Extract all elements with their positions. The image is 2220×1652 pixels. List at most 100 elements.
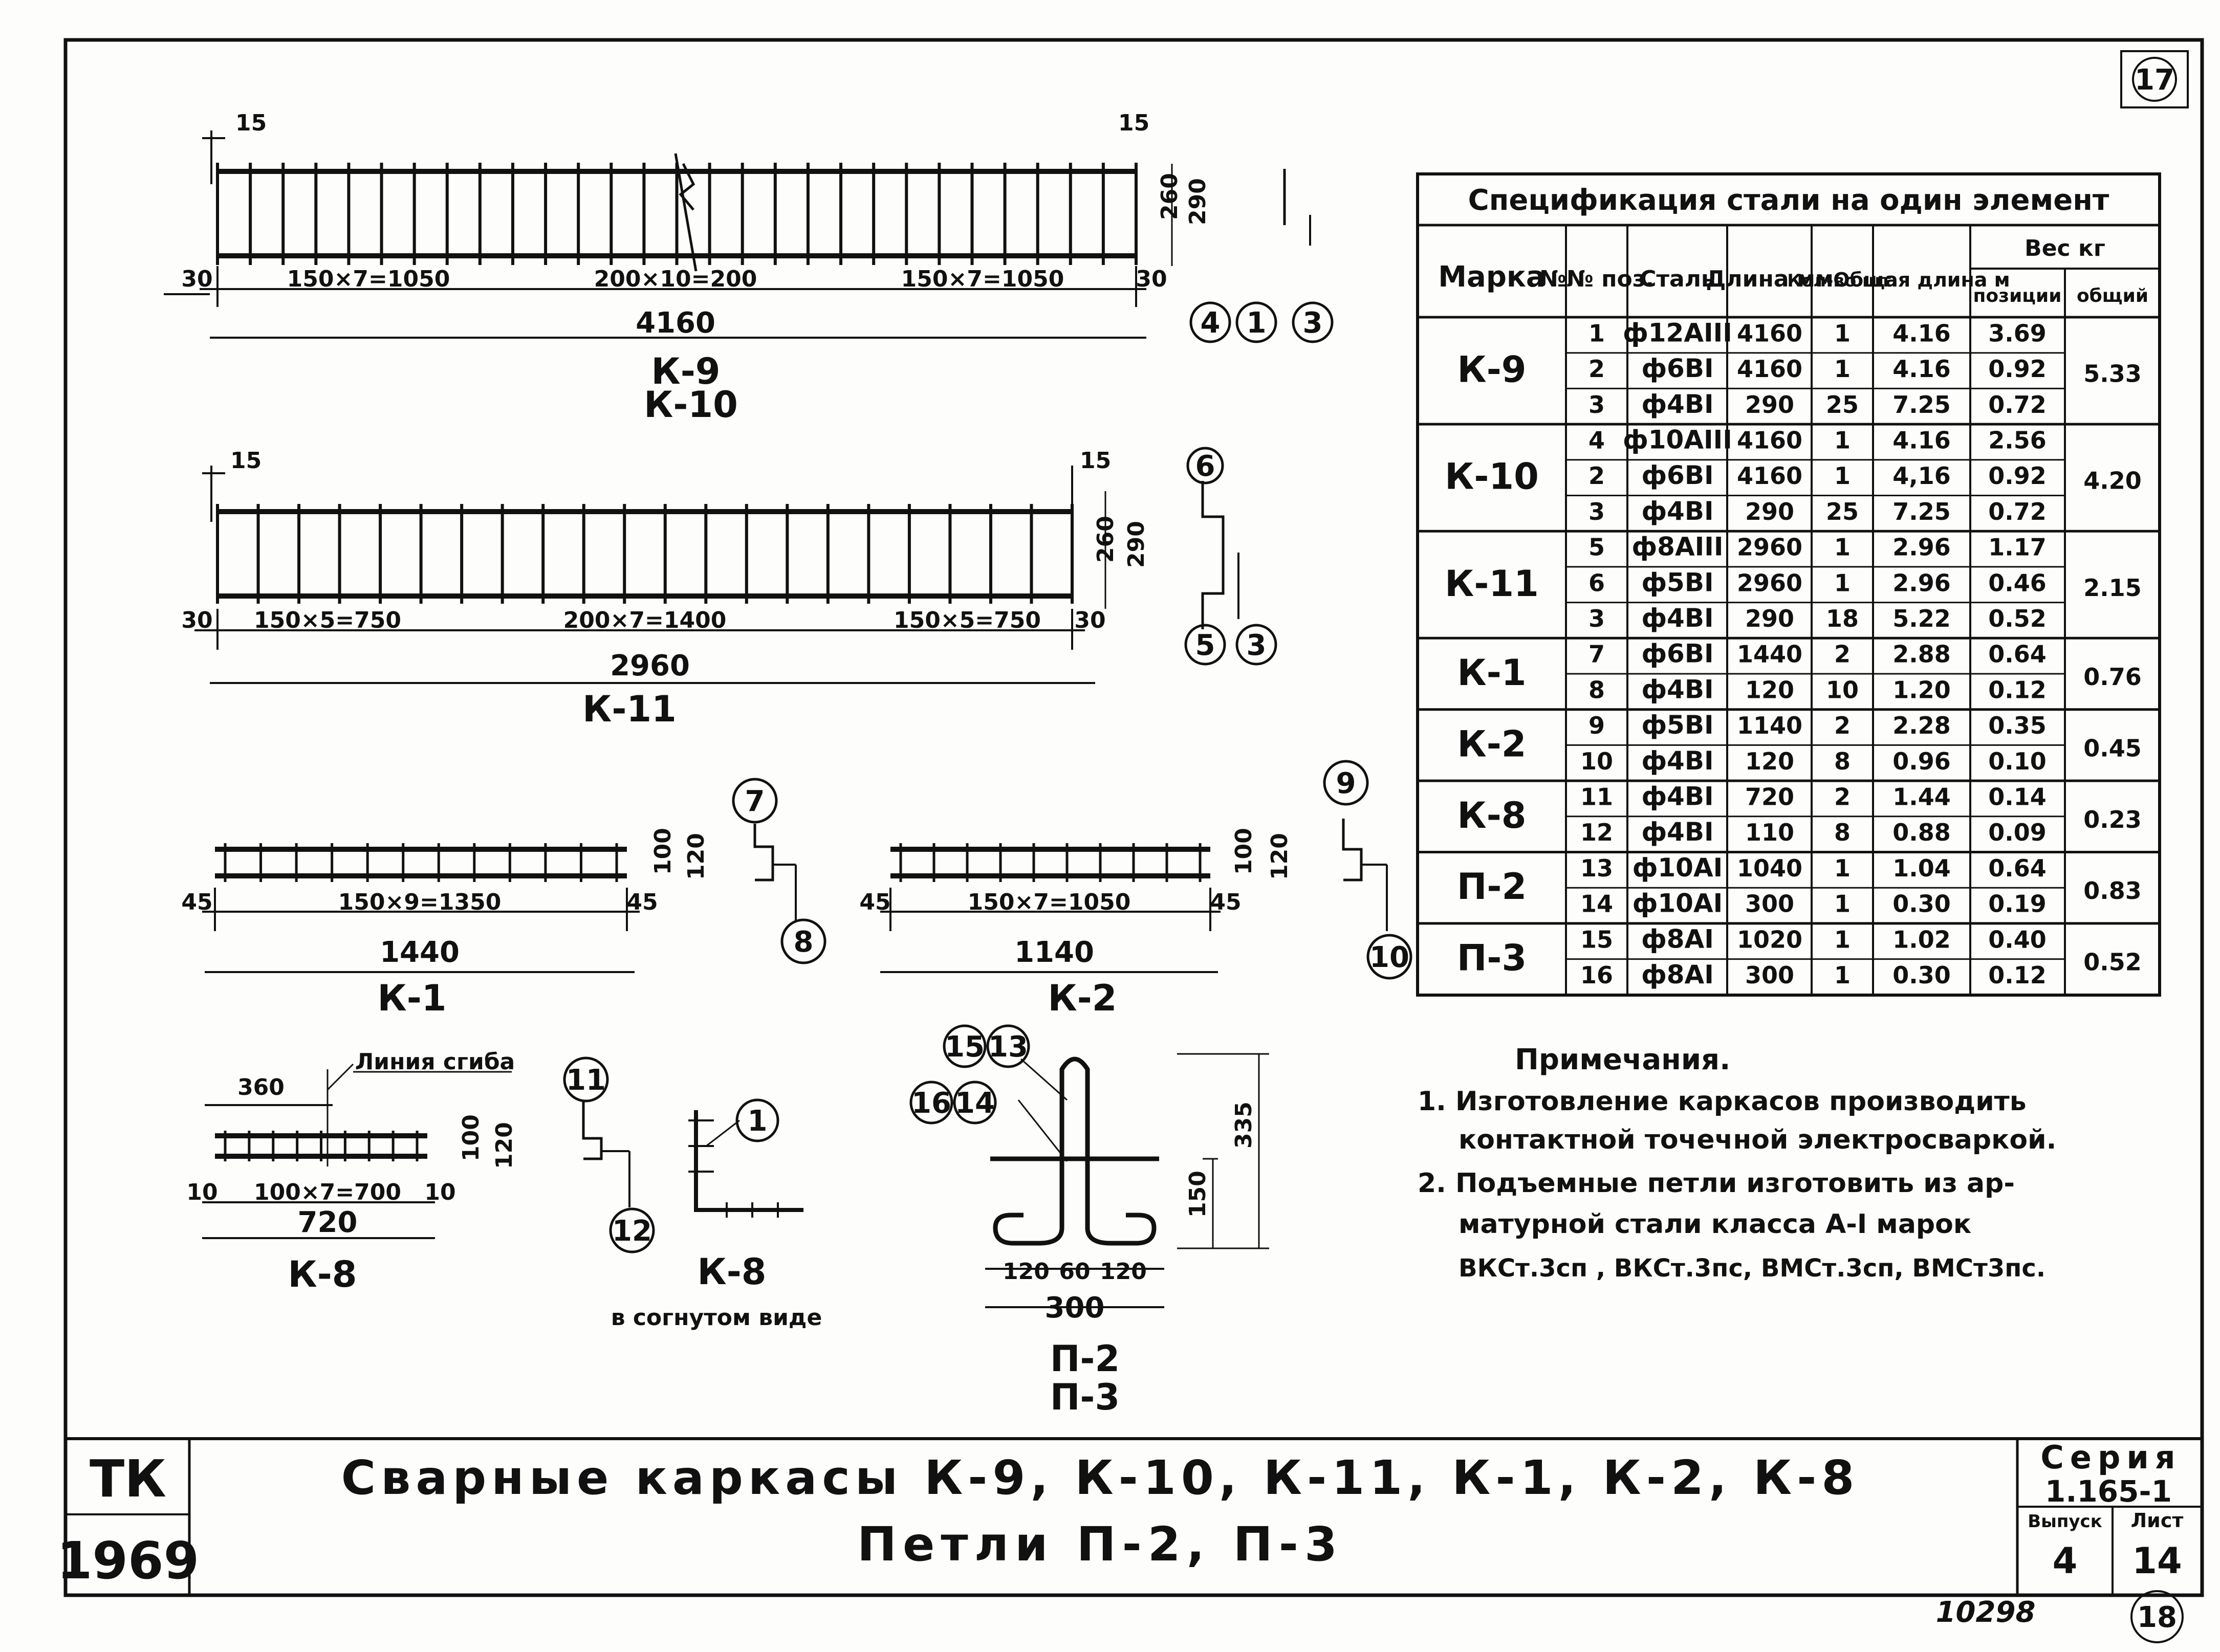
cell-position: 6 [1588, 569, 1605, 597]
cell-total-length: 4.16 [1892, 426, 1951, 454]
cell-weight-total: 5.33 [2083, 360, 2142, 388]
svg-text:100: 100 [458, 1114, 484, 1161]
cell-mark: К-10 [1445, 456, 1539, 498]
cell-length: 1040 [1737, 854, 1802, 882]
cell-total-length: 1.44 [1892, 783, 1951, 810]
cell-total-length: 2.96 [1892, 534, 1951, 561]
cell-position: 12 [1580, 819, 1613, 846]
svg-text:30: 30 [181, 266, 212, 292]
svg-text:18: 18 [2137, 1601, 2177, 1634]
cell-total-length: 7.25 [1892, 498, 1951, 525]
svg-text:П-2: П-2 [1050, 1338, 1120, 1380]
svg-text:Кол-во шт.: Кол-во шт. [1787, 271, 1898, 291]
cell-weight: 0.72 [1988, 498, 2047, 525]
svg-text:45: 45 [1210, 889, 1241, 915]
svg-text:К-10: К-10 [644, 384, 738, 426]
cell-position: 13 [1580, 854, 1613, 882]
svg-text:60: 60 [1059, 1259, 1090, 1285]
svg-text:15: 15 [1080, 448, 1111, 474]
cell-mark: П-3 [1457, 937, 1527, 979]
cell-weight-total: 2.15 [2083, 574, 2142, 602]
svg-text:14: 14 [955, 1087, 995, 1120]
cell-mark: К-8 [1457, 795, 1527, 836]
cell-steel: ф10АI [1633, 889, 1723, 918]
cell-count: 1 [1834, 319, 1851, 347]
cell-length: 2960 [1737, 569, 1802, 597]
cell-length: 120 [1745, 747, 1794, 775]
corner-number-top: 17 [2120, 50, 2189, 108]
k9-cage-drawing: 15 15 30 150×7=1050 200×10=200 150×7=105… [164, 110, 1334, 426]
svg-text:К-11: К-11 [582, 688, 677, 730]
svg-text:6: 6 [1195, 450, 1215, 483]
svg-text:360: 360 [237, 1074, 285, 1100]
k8-cage-drawing: 360 Линия сгиба 10 100×7=700 10 720 К-8 … [186, 1049, 655, 1295]
cell-length: 120 [1745, 676, 1794, 703]
cell-steel: ф10АI [1633, 853, 1723, 883]
k1-cage-drawing: 45 150×9=1350 45 1440 К-1 100 120 7 8 [181, 778, 826, 1019]
svg-text:300: 300 [1045, 1291, 1105, 1325]
sheet-value: 14 [2132, 1540, 2182, 1582]
svg-text:ВКСт.3сп , ВКСт.3пс, ВМСт.3сп,: ВКСт.3сп , ВКСт.3пс, ВМСт.3сп, ВМСт3пс. [1459, 1254, 2045, 1283]
cell-total-length: 4.16 [1892, 355, 1951, 383]
cell-count: 1 [1834, 854, 1851, 882]
svg-text:1: 1 [1247, 306, 1267, 340]
cell-steel: ф8АI [1641, 924, 1714, 954]
cell-steel: ф4ВI [1641, 603, 1713, 633]
cell-total-length: 4.16 [1892, 319, 1951, 347]
cell-weight: 1.17 [1988, 534, 2047, 561]
cell-total-length: 7.25 [1892, 391, 1951, 418]
cell-steel: ф5ВI [1641, 710, 1713, 740]
cell-total-length: 0.88 [1892, 819, 1951, 846]
issue-label: Выпуск [2028, 1511, 2102, 1532]
svg-text:3: 3 [1303, 306, 1323, 340]
svg-text:15: 15 [1118, 110, 1149, 136]
svg-text:№№ поз.: №№ поз. [1539, 266, 1654, 292]
svg-text:4160: 4160 [636, 306, 715, 340]
cell-length: 2960 [1737, 534, 1802, 561]
cell-length: 290 [1745, 391, 1794, 418]
svg-text:30: 30 [1074, 607, 1105, 633]
cell-mark: К-9 [1457, 349, 1527, 391]
cell-weight-total: 0.52 [2083, 949, 2142, 976]
svg-text:290: 290 [1185, 178, 1211, 225]
cell-position: 3 [1588, 391, 1605, 418]
svg-text:100: 100 [1231, 828, 1257, 875]
cell-mark: К-11 [1445, 563, 1539, 605]
cell-length: 4160 [1737, 355, 1802, 383]
cell-steel: ф8АI [1641, 960, 1714, 989]
svg-text:200×10=200: 200×10=200 [594, 266, 757, 292]
svg-text:Марка: Марка [1438, 260, 1545, 294]
cell-steel: ф12АIII [1623, 318, 1732, 347]
svg-text:2960: 2960 [610, 649, 690, 682]
sheet-frame [63, 38, 2204, 1597]
svg-text:720: 720 [298, 1206, 358, 1239]
cell-length: 720 [1745, 783, 1794, 810]
cell-position: 5 [1588, 534, 1605, 561]
svg-text:11: 11 [566, 1064, 606, 1097]
cell-total-length: 1.20 [1892, 676, 1951, 703]
cell-count: 1 [1834, 961, 1851, 989]
cell-position: 14 [1580, 890, 1613, 918]
cell-position: 11 [1580, 783, 1613, 810]
cell-weight-total: 0.83 [2083, 877, 2142, 905]
sheet-title-line1: Сварные каркасы К-9, К-10, К-11, К-1, К-… [341, 1450, 1860, 1505]
cell-mark: К-2 [1457, 723, 1527, 765]
sheet-label: Лист [2131, 1509, 2184, 1532]
cell-count: 1 [1834, 426, 1851, 454]
notes: Примечания. 1. Изготовление каркасов про… [1418, 1043, 2056, 1283]
cell-length: 1440 [1737, 641, 1802, 668]
cell-steel: ф8АIII [1632, 532, 1724, 562]
cell-weight: 0.52 [1988, 605, 2047, 632]
cell-count: 25 [1826, 391, 1859, 418]
svg-text:позиции: позиции [1973, 285, 2062, 306]
svg-text:Линия сгиба: Линия сгиба [355, 1049, 515, 1075]
cell-count: 18 [1826, 605, 1859, 632]
cell-total-length: 1.04 [1892, 854, 1951, 882]
cell-length: 1020 [1737, 926, 1802, 953]
cell-weight: 0.35 [1988, 712, 2047, 739]
cell-total-length: 1.02 [1892, 926, 1951, 953]
svg-text:150×5=750: 150×5=750 [254, 607, 401, 633]
cell-weight-total: 0.45 [2083, 734, 2142, 762]
cell-weight: 3.69 [1988, 319, 2047, 347]
cell-weight: 0.12 [1988, 961, 2047, 989]
